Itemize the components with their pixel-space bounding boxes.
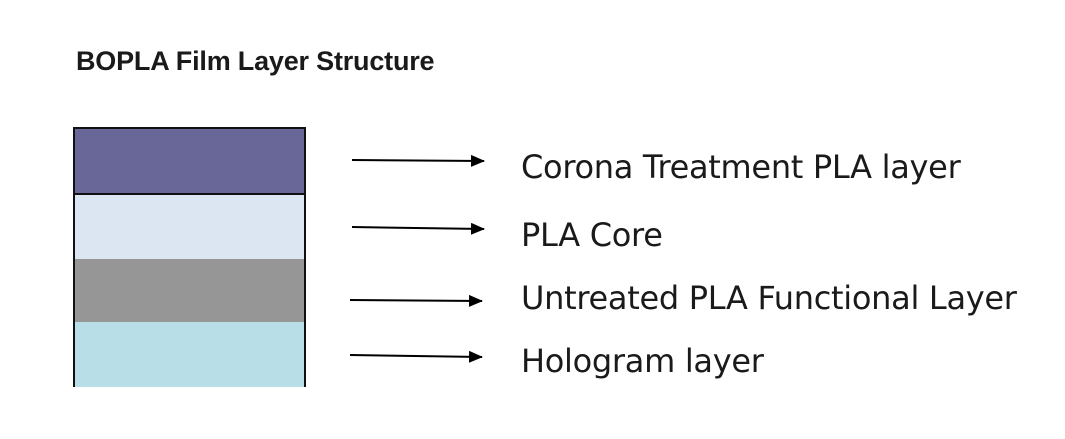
diagram-title: BOPLA Film Layer Structure <box>76 46 435 76</box>
layer-corona-treatment <box>73 127 306 195</box>
layer-label-pla-core: PLA Core <box>521 216 663 254</box>
layer-label-hologram: Hologram layer <box>521 342 764 380</box>
layer-hologram <box>73 322 306 387</box>
layer-pla-core <box>73 193 306 259</box>
arrow-icon <box>349 294 483 307</box>
layer-label-corona-treatment: Corona Treatment PLA layer <box>521 148 961 186</box>
arrow-icon <box>349 350 483 363</box>
film-layer-stack <box>73 127 306 387</box>
layer-label-untreated-functional: Untreated PLA Functional Layer <box>521 279 1017 317</box>
arrow-icon <box>351 222 485 235</box>
arrow-icon <box>351 154 485 167</box>
layer-untreated-functional <box>73 259 306 322</box>
